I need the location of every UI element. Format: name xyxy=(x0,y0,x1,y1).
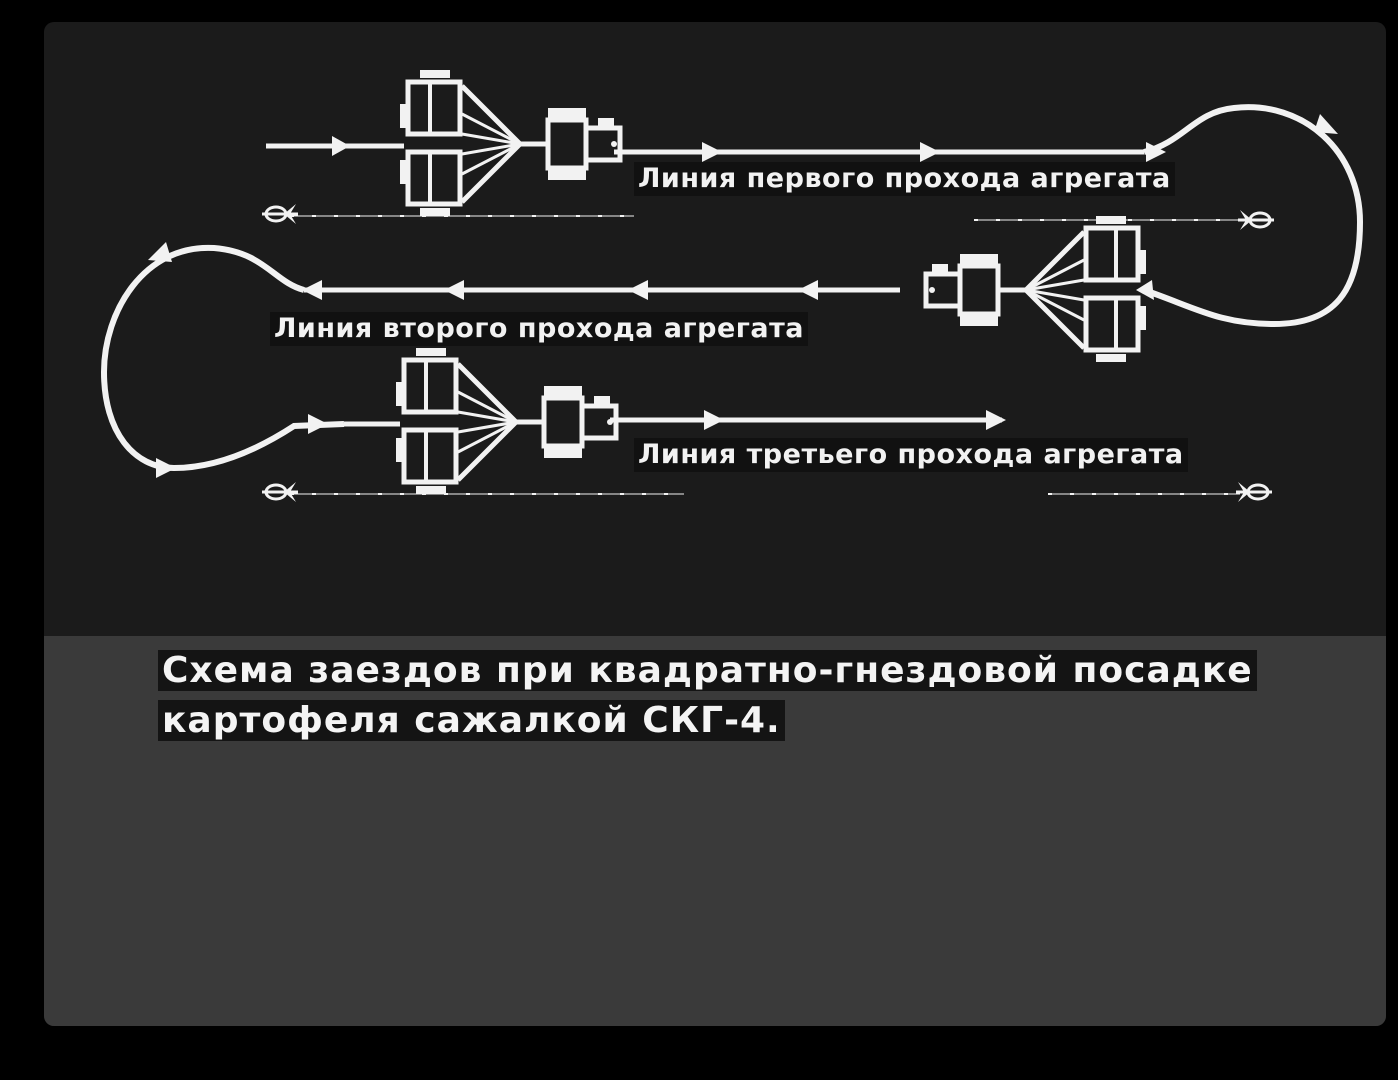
first-pass-label: Линия первого прохода агрегата xyxy=(634,162,1175,196)
second-pass-line xyxy=(100,242,900,478)
first-pass-line xyxy=(266,104,1364,328)
caption-line-1: Схема заездов при квадратно-гнездовой по… xyxy=(158,650,1257,691)
field-pass-diagram xyxy=(100,22,1364,504)
caption-line-2: картофеля сажалкой СКГ-4. xyxy=(158,700,785,741)
third-pass-marker-trace xyxy=(260,480,1274,504)
third-pass-unit xyxy=(396,348,616,494)
first-pass-marker-trace xyxy=(260,202,634,226)
second-pass-label: Линия второго прохода агрегата xyxy=(270,312,808,346)
second-pass-unit xyxy=(926,216,1146,362)
first-pass-unit xyxy=(400,70,620,216)
third-pass-label: Линия третьего прохода агрегата xyxy=(634,438,1188,472)
second-pass-marker-trace xyxy=(974,208,1276,232)
third-pass-line xyxy=(344,410,1006,430)
slide-caption: Схема заездов при квадратно-гнездовой по… xyxy=(158,646,1278,746)
